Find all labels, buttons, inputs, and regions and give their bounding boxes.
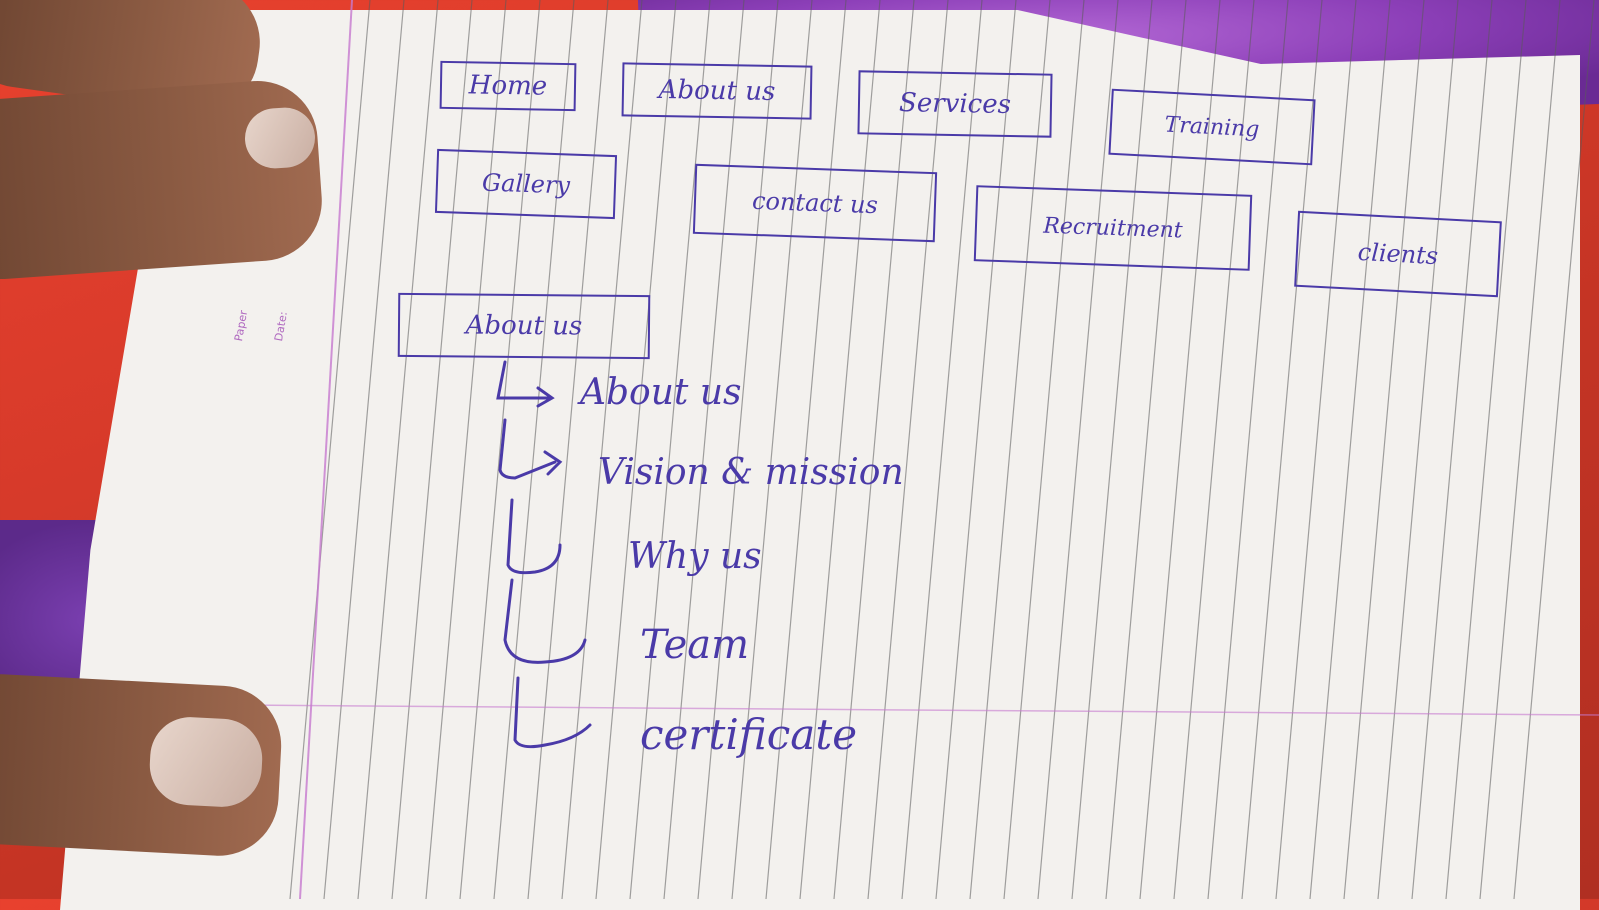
ruling-line — [1037, 0, 1119, 899]
ruling-line — [1105, 0, 1187, 899]
thumbnail — [147, 715, 265, 809]
ruling-line — [799, 0, 881, 899]
ruling-line — [1411, 0, 1493, 899]
ruling-line — [1173, 0, 1255, 899]
ruling-line — [697, 0, 779, 899]
ruling-line — [765, 0, 847, 899]
ruling-line — [1003, 0, 1085, 899]
ruling-line — [1377, 0, 1459, 899]
ruling-line — [1207, 0, 1289, 899]
ruling-line — [833, 0, 915, 899]
ruling-line — [731, 0, 813, 899]
submenu-item-team: Team — [640, 622, 750, 668]
submenu-item-about-us: About us — [580, 372, 742, 413]
connector-arrow-4 — [503, 578, 587, 664]
ruling-line — [1241, 0, 1323, 899]
ruling-line — [391, 0, 473, 899]
submenu-item-certificate: certificate — [640, 710, 858, 759]
ruling-line — [493, 0, 575, 899]
ruling-line — [629, 0, 711, 899]
ruling-line — [1309, 0, 1391, 899]
ruling-line — [425, 0, 507, 899]
ruling-line — [901, 0, 983, 899]
ruling-line — [1479, 0, 1561, 899]
ruling-line — [663, 0, 745, 899]
ruling-line — [1445, 0, 1527, 899]
connector-arrow-1 — [496, 360, 555, 408]
ruling-line — [867, 0, 949, 899]
ruling-line — [969, 0, 1051, 899]
ruling-line — [561, 0, 643, 899]
connector-arrow-2 — [498, 418, 563, 480]
ruling-line — [459, 0, 541, 899]
ruling-line — [935, 0, 1017, 899]
connector-arrow-5 — [513, 676, 592, 749]
ruling-line — [1275, 0, 1357, 899]
ruling-line — [595, 0, 677, 899]
ruling-line — [1513, 0, 1595, 899]
ruling-line — [1343, 0, 1425, 899]
connector-arrow-3 — [506, 498, 562, 575]
ruling-line — [357, 0, 439, 899]
ruling-line — [527, 0, 609, 899]
ruling-line — [1071, 0, 1153, 899]
ruling-line — [1139, 0, 1221, 899]
submenu-item-why-us: Why us — [628, 536, 762, 577]
submenu-item-vision-mission: Vision & mission — [598, 452, 904, 493]
ruling-line — [323, 0, 405, 899]
margin-line-horizontal — [229, 704, 1599, 716]
ruling-line — [289, 0, 371, 899]
margin-line — [299, 0, 353, 899]
